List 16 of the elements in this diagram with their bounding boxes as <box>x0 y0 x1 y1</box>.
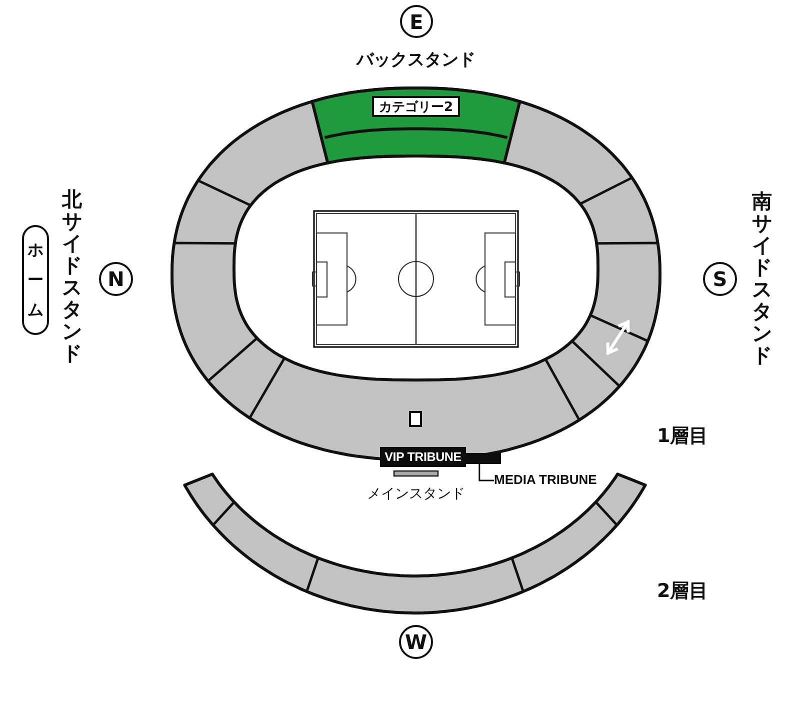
stand-name: 北サイドスタンド <box>61 188 83 364</box>
home-tag: ホーム <box>22 225 49 335</box>
direction-marker: S <box>703 262 737 296</box>
stand-name: 南サイドスタンド <box>751 190 773 366</box>
direction-marker: N <box>99 262 133 296</box>
callout-label: MEDIA TRIBUNE <box>494 473 597 488</box>
stand-name: バックスタンド <box>356 51 476 70</box>
category-tag: カテゴリー2 <box>372 96 460 117</box>
tier-label: 1層目 <box>657 426 708 447</box>
tier-label: 2層目 <box>657 581 708 602</box>
direction-marker: W <box>399 625 433 659</box>
stand-name: メインスタンド <box>367 487 465 502</box>
media-tribune-area <box>465 453 501 464</box>
leader-line <box>478 464 494 482</box>
vip-tribune-area: VIP TRIBUNE <box>380 447 466 467</box>
direction-marker: E <box>400 5 433 38</box>
